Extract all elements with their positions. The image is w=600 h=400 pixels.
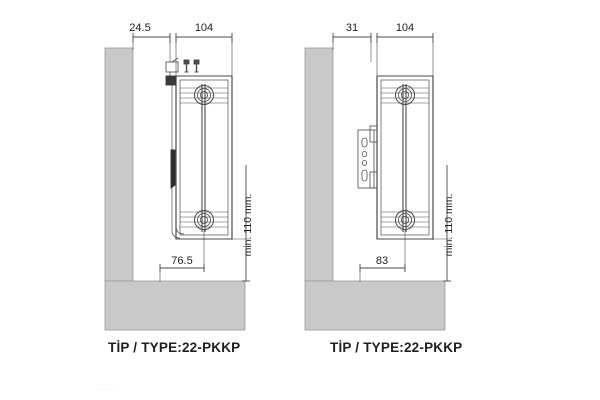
wall-right xyxy=(304,47,334,282)
valve-assembly-left xyxy=(165,57,185,239)
port-bottom-left xyxy=(194,210,214,230)
footer-fragment: ........ xyxy=(96,382,117,392)
wall-mount-bracket-right xyxy=(357,125,378,189)
dim-label-depth-left: 104 xyxy=(195,22,213,34)
port-top-right xyxy=(395,85,415,105)
wall-left xyxy=(104,47,134,282)
dim-label-minheight-right: min. 110 mm. xyxy=(443,194,455,257)
fastener-icon-b xyxy=(193,59,200,73)
dim-label-minheight-left: min. 110 mm. xyxy=(242,194,254,257)
caption-left: TİP / TYPE:22-PKKP xyxy=(108,340,241,355)
dim-minheight-left xyxy=(232,165,250,282)
port-bottom-right xyxy=(395,210,415,230)
dim-gap-right xyxy=(332,33,372,62)
dim-label-gap-right: 31 xyxy=(346,22,358,34)
floor-left xyxy=(104,280,246,331)
dim-gap-left xyxy=(132,33,171,62)
fastener-icon-a xyxy=(183,59,190,73)
radiator-panel-right xyxy=(376,75,434,240)
dim-label-gap-left: 24.5 xyxy=(129,22,150,34)
dim-offset-right xyxy=(359,230,406,282)
dim-offset-left xyxy=(159,230,205,282)
dim-minheight-right xyxy=(433,165,451,282)
caption-right: TİP / TYPE:22-PKKP xyxy=(330,340,463,355)
floor-right xyxy=(304,280,446,331)
dim-label-offset-left: 76.5 xyxy=(171,255,192,267)
dim-label-offset-right: 83 xyxy=(376,255,388,267)
dim-depth-right xyxy=(376,33,434,240)
dim-label-depth-right: 104 xyxy=(396,22,414,34)
port-top-left xyxy=(194,85,214,105)
